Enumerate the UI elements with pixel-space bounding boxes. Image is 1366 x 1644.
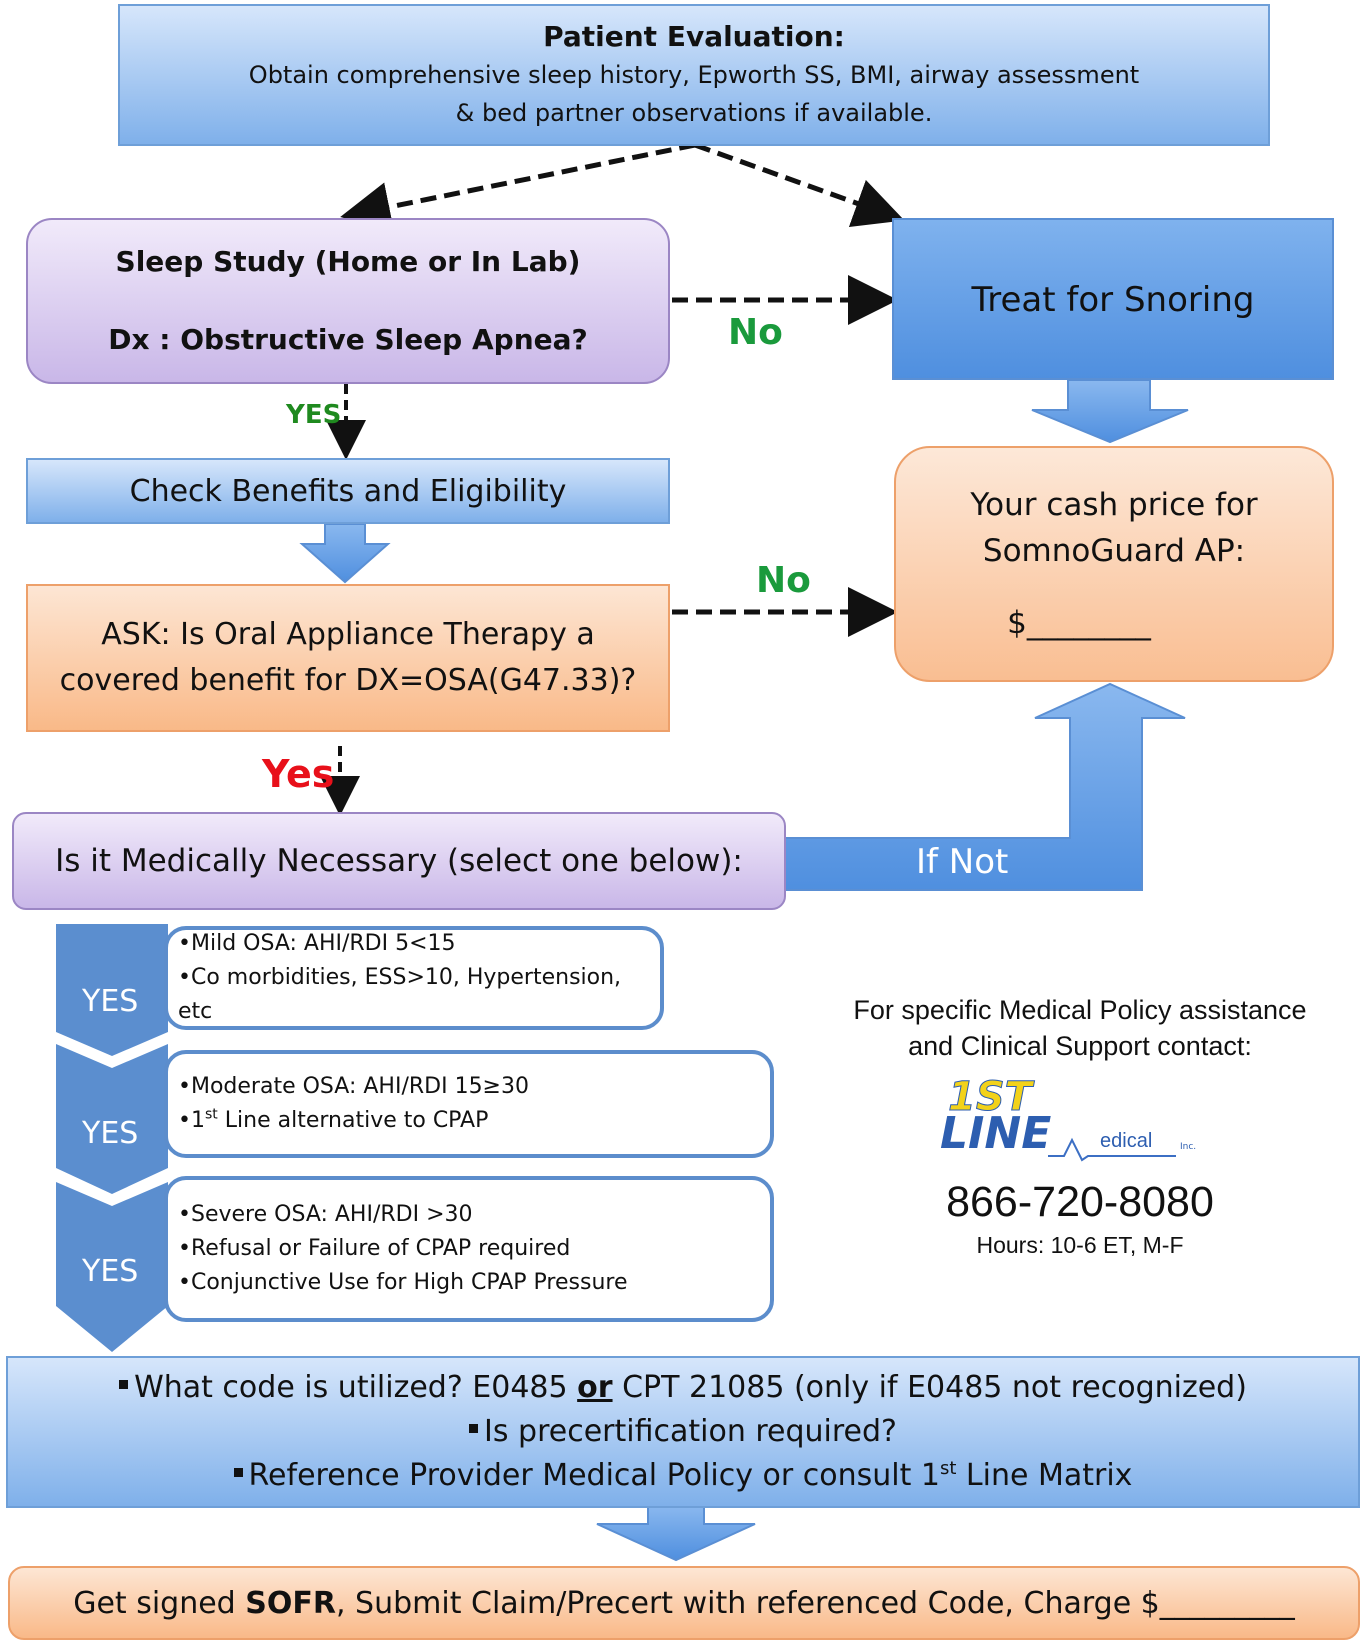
sleep-study-question: Dx : Obstructive Sleep Apnea? bbox=[108, 323, 588, 356]
label-yes-study: YES bbox=[286, 400, 342, 430]
chevron-yes-2-label: YES bbox=[82, 1116, 139, 1151]
final-submit-text: Get signed SOFR, Submit Claim/Precert wi… bbox=[73, 1585, 1295, 1621]
bullet-square bbox=[119, 1380, 129, 1389]
label-no-ask: No bbox=[756, 560, 811, 601]
sleep-study-box: Sleep Study (Home or In Lab) Dx : Obstru… bbox=[26, 218, 670, 384]
dashed-arrow-eval-to-snoring bbox=[694, 142, 905, 227]
medically-necessary-box: Is it Medically Necessary (select one be… bbox=[12, 812, 786, 910]
chevron-yes-3-label: YES bbox=[82, 1254, 139, 1289]
logo-inc-text: Inc. bbox=[1180, 1142, 1197, 1152]
sleep-study-title: Sleep Study (Home or In Lab) bbox=[115, 245, 581, 278]
contact-phone[interactable]: 866-720-8080 bbox=[946, 1178, 1214, 1226]
final-submit-box: Get signed SOFR, Submit Claim/Precert wi… bbox=[8, 1566, 1360, 1640]
contact-line2: and Clinical Support contact: bbox=[908, 1031, 1252, 1061]
cash-price-line2: SomnoGuard AP: bbox=[982, 533, 1246, 569]
patient-evaluation-line1: Obtain comprehensive sleep history, Epwo… bbox=[248, 61, 1140, 89]
contact-hours: Hours: 10-6 ET, M-F bbox=[976, 1232, 1184, 1258]
criteria-severe-item-3: •Conjunctive Use for High CPAP Pressure bbox=[178, 1270, 628, 1295]
cash-price-line3: $________ bbox=[1007, 605, 1151, 641]
code-utilized-box: What code is utilized? E0485 or CPT 2108… bbox=[6, 1356, 1360, 1508]
bullet-square bbox=[469, 1424, 479, 1433]
code-line-1: What code is utilized? E0485 or CPT 2108… bbox=[119, 1366, 1247, 1410]
logo-line-text: LINE bbox=[940, 1108, 1052, 1159]
check-benefits-box: Check Benefits and Eligibility bbox=[26, 458, 670, 524]
patient-evaluation-title: Patient Evaluation: bbox=[543, 20, 845, 53]
code-line-2: Is precertification required? bbox=[469, 1410, 897, 1454]
criteria-mild-item-1: •Mild OSA: AHI/RDI 5<15 bbox=[178, 931, 456, 956]
criteria-severe-item-2: •Refusal or Failure of CPAP required bbox=[178, 1236, 571, 1261]
chevron-yes-1 bbox=[56, 924, 168, 1056]
logo-top-text: 1ST bbox=[948, 1074, 1033, 1121]
logo-medical-text: edical bbox=[1100, 1130, 1153, 1152]
cash-price-line1: Your cash price for bbox=[970, 487, 1258, 523]
cash-price-box: Your cash price for SomnoGuard AP: $____… bbox=[894, 446, 1334, 682]
block-arrow-code-to-final bbox=[596, 1505, 756, 1562]
treat-snoring-box: Treat for Snoring bbox=[892, 218, 1334, 380]
first-line-medical-logo: 1ST LINE edical Inc. bbox=[936, 1074, 1216, 1168]
label-no-study: No bbox=[728, 312, 783, 353]
chevron-yes-1-label: YES bbox=[82, 984, 139, 1019]
patient-evaluation-line2: & bed partner observations if available. bbox=[455, 99, 933, 127]
criteria-moderate-item-1: •Moderate OSA: AHI/RDI 15≥30 bbox=[178, 1074, 529, 1099]
patient-evaluation-box: Patient Evaluation: Obtain comprehensive… bbox=[118, 4, 1270, 146]
dashed-arrow-eval-to-study bbox=[340, 142, 696, 232]
logo-graphic bbox=[1048, 1137, 1176, 1162]
ask-coverage-line2: covered benefit for DX=OSA(G47.33)? bbox=[59, 663, 637, 698]
label-yes-ask: Yes bbox=[262, 752, 335, 796]
criteria-moderate-item-2: •1st Line alternative to CPAP bbox=[178, 1106, 489, 1133]
medically-necessary-label: Is it Medically Necessary (select one be… bbox=[55, 843, 743, 879]
code-line-3: Reference Provider Medical Policy or con… bbox=[233, 1454, 1132, 1498]
criteria-moderate-box: •Moderate OSA: AHI/RDI 15≥30 •1st Line a… bbox=[164, 1050, 774, 1158]
block-arrow-if-not bbox=[784, 682, 1186, 891]
contact-block: For specific Medical Policy assistance a… bbox=[800, 992, 1360, 1064]
criteria-severe-box: •Severe OSA: AHI/RDI >30 •Refusal or Fai… bbox=[164, 1176, 774, 1322]
criteria-severe-item-1: •Severe OSA: AHI/RDI >30 bbox=[178, 1202, 473, 1227]
ask-coverage-box: ASK: Is Oral Appliance Therapy a covered… bbox=[26, 584, 670, 732]
if-not-label: If Not bbox=[916, 842, 1009, 882]
block-arrow-snoring-to-cash bbox=[1031, 379, 1189, 444]
treat-snoring-label: Treat for Snoring bbox=[971, 280, 1255, 320]
criteria-mild-box: •Mild OSA: AHI/RDI 5<15 •Co morbidities,… bbox=[164, 926, 664, 1030]
check-benefits-label: Check Benefits and Eligibility bbox=[129, 473, 567, 509]
block-arrow-check-to-ask bbox=[299, 523, 391, 584]
bullet-square bbox=[233, 1468, 243, 1477]
chevron-yes-3 bbox=[56, 1182, 168, 1352]
chevron-yes-2 bbox=[56, 1044, 168, 1194]
contact-line1: For specific Medical Policy assistance bbox=[853, 995, 1307, 1025]
ask-coverage-line1: ASK: Is Oral Appliance Therapy a bbox=[101, 617, 595, 652]
criteria-mild-item-2: •Co morbidities, ESS>10, Hypertension, e… bbox=[178, 965, 622, 1024]
